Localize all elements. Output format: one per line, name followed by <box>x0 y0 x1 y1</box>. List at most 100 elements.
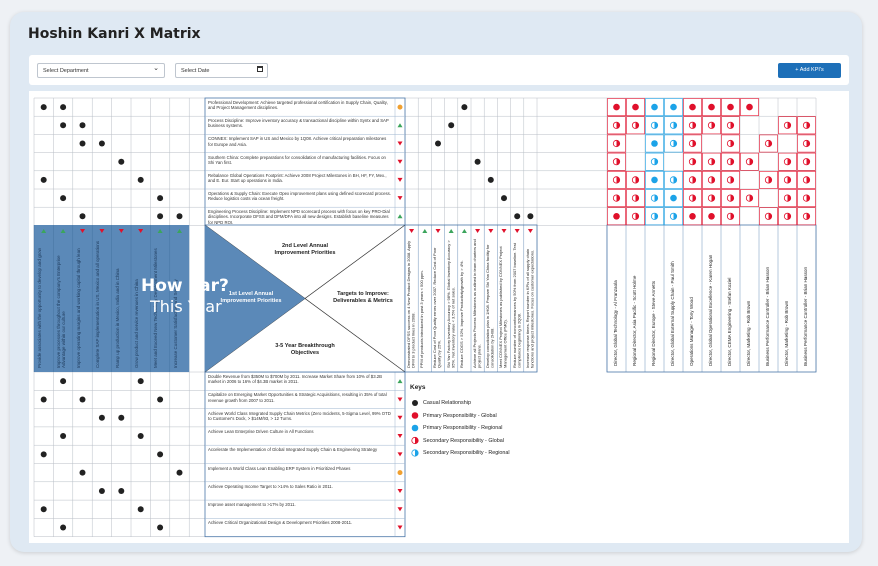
casual-dot <box>137 378 144 385</box>
casual-dot <box>435 140 441 147</box>
target-text: Increase response times. Report number i… <box>525 248 535 368</box>
first-level-text: Ramp up production in Mexico, India and … <box>114 268 120 368</box>
responsibility-cell <box>702 98 721 117</box>
priority-text: Engineering Process Discipline: Implemen… <box>208 209 390 225</box>
up-arrow-icon <box>157 229 163 233</box>
target-text: Meet CONNEX Project Milestones as publis… <box>499 246 508 368</box>
casual-dot <box>40 506 47 513</box>
down-arrow-icon <box>514 229 520 233</box>
responsibility-dot-fill <box>730 176 734 184</box>
casual-dot <box>60 195 67 202</box>
person-name: Director, Global Operational Excellence … <box>708 254 713 366</box>
up-arrow-icon <box>41 229 47 233</box>
department-select[interactable]: Select Department ⌄ <box>37 63 165 78</box>
quadrant-left-label: 1st Level Annual Improvement Priorities <box>220 291 282 304</box>
responsibility-cell <box>721 171 740 189</box>
responsibility-dot-fill <box>749 194 753 202</box>
down-arrow-icon <box>397 452 403 457</box>
responsibility-cell <box>626 171 645 189</box>
casual-dot <box>79 469 86 476</box>
responsibility-dot <box>727 103 734 111</box>
responsibility-cell <box>797 189 816 208</box>
down-arrow-icon <box>118 229 124 233</box>
responsibility-cell <box>683 152 702 171</box>
responsibility-dot-fill <box>730 122 734 129</box>
add-kpis-button[interactable]: + Add KPI's <box>778 63 841 78</box>
casual-dot <box>98 140 105 147</box>
casual-dot <box>40 451 47 458</box>
responsibility-cell <box>778 189 797 208</box>
responsibility-cell <box>778 171 797 189</box>
down-arrow-icon <box>397 415 403 420</box>
responsibility-cell <box>759 207 778 226</box>
casual-dot <box>60 524 67 531</box>
responsibility-dot-fill <box>635 213 639 220</box>
objective-text: Accelerate the Implementation of Global … <box>208 447 378 453</box>
key-label: Secondary Responsibility - Global <box>423 437 504 444</box>
casual-dot <box>98 414 105 421</box>
first-level-text: Provide associates with the opportunity … <box>37 248 42 368</box>
casual-dot <box>461 104 468 111</box>
responsibility-cell <box>645 134 664 153</box>
casual-dot <box>176 469 183 476</box>
quadrant-bottom-label: 3-5 Year Breakthrough Objectives <box>275 343 335 356</box>
objective-text: Achieve World Class Integrated Supply Ch… <box>208 410 391 421</box>
responsibility-dot-fill <box>692 140 696 147</box>
responsibility-dot-fill <box>616 158 620 165</box>
responsibility-cell <box>683 189 702 208</box>
responsibility-cell <box>759 171 778 189</box>
responsibility-cell <box>626 98 645 117</box>
first-level-text: Grow product and service revenues in Chi… <box>134 279 139 368</box>
responsibility-dot-fill <box>787 122 791 129</box>
responsibility-dot-fill <box>654 158 658 165</box>
responsibility-dot-fill <box>673 122 677 129</box>
casual-dot <box>157 524 164 531</box>
responsibility-cell <box>797 152 816 171</box>
responsibility-dot-fill <box>730 213 734 220</box>
overlay-subheading: This Year <box>150 297 222 316</box>
down-arrow-icon <box>397 397 403 402</box>
responsibility-cell <box>626 189 645 208</box>
responsibility-cell <box>721 116 740 135</box>
calendar-icon <box>257 66 263 72</box>
up-arrow-icon <box>177 229 182 233</box>
down-arrow-icon <box>397 141 403 146</box>
responsibility-cell <box>645 152 664 171</box>
responsibility-cell <box>664 116 683 135</box>
down-arrow-icon <box>397 434 403 439</box>
casual-dot <box>60 378 67 385</box>
objective-text: Achieve Operating Income Target to >14% … <box>208 483 333 489</box>
up-arrow-icon <box>448 229 454 233</box>
responsibility-dot-fill <box>692 122 696 129</box>
casual-dot <box>137 176 144 183</box>
target-text: Achieve all Projects Process Milestones … <box>473 239 482 368</box>
responsibility-dot-fill <box>635 194 639 202</box>
casual-dot <box>79 213 86 220</box>
objective-text: Double Revenue from $350M to $700M by 20… <box>208 374 383 385</box>
objective-text: Improve asset management to >17% by 2011… <box>208 502 296 508</box>
responsibility-cell <box>664 171 683 189</box>
down-arrow-icon <box>397 159 403 164</box>
responsibility-dot <box>632 103 639 111</box>
responsibility-dot <box>708 103 715 111</box>
overlay-heading: How Far? <box>141 276 229 296</box>
down-arrow-icon <box>397 507 403 512</box>
target-text: PPM of products introduced in past 3 yea… <box>420 270 425 368</box>
responsibility-dot-fill <box>806 176 810 184</box>
casual-dot <box>40 396 47 403</box>
responsibility-dot-fill <box>768 140 772 147</box>
objective-text: Achieve Critical Organizational Design &… <box>208 520 353 526</box>
responsibility-cell <box>778 116 797 135</box>
casual-dot <box>79 122 86 129</box>
date-input-value: Select Date <box>181 68 210 74</box>
first-level-text: Improve processes throughout the company… <box>56 255 67 368</box>
casual-dot <box>474 158 481 165</box>
down-arrow-icon <box>488 229 494 233</box>
casual-dot <box>157 396 164 403</box>
responsibility-cell <box>721 98 740 117</box>
responsibility-dot <box>689 103 696 111</box>
responsibility-cell <box>645 171 664 189</box>
half-blue-icon-fill <box>415 449 419 457</box>
responsibility-cell <box>607 98 626 117</box>
date-input[interactable]: Select Date <box>175 63 268 78</box>
